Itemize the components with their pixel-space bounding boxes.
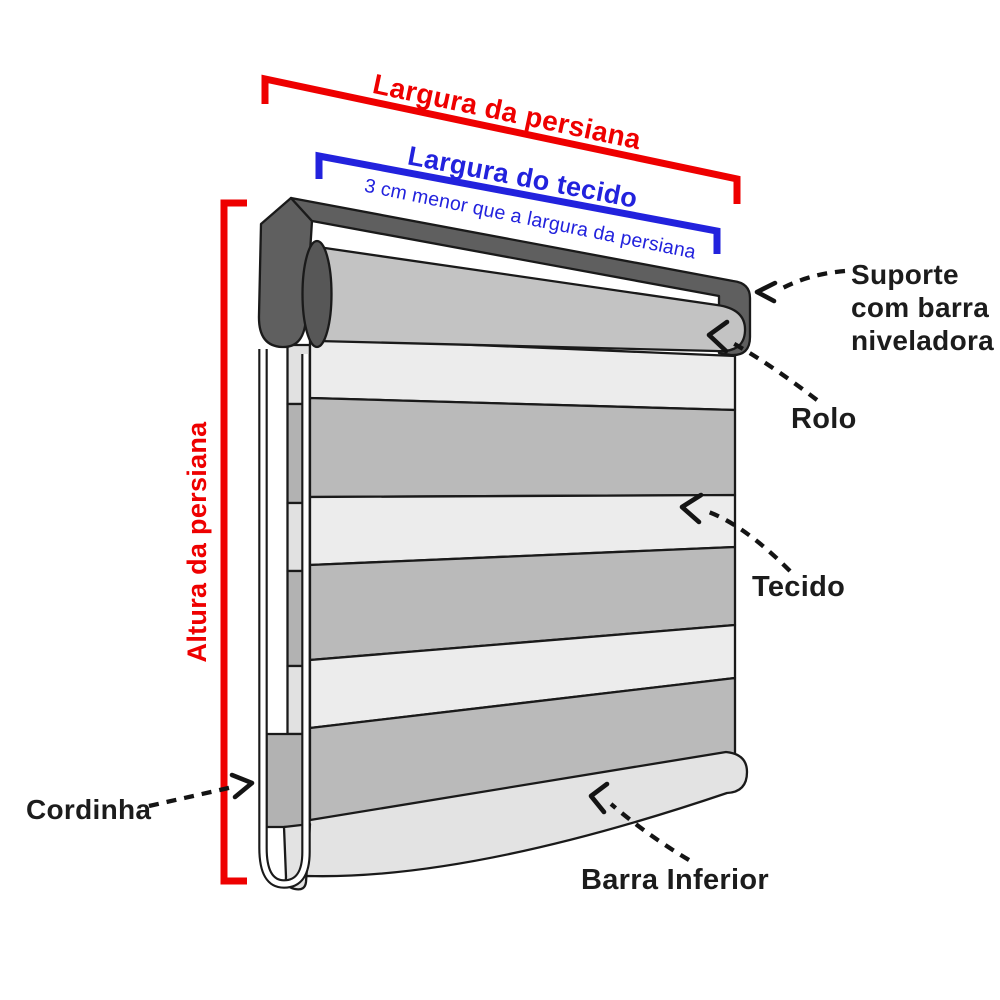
support-arrow: [777, 268, 846, 292]
roller-arrowhead: [706, 319, 730, 354]
blind-illustration: [257, 196, 752, 891]
roller-label: Rolo: [791, 403, 857, 435]
cord-shape: [258, 349, 311, 889]
bottom-bar-arrowhead: [588, 781, 610, 815]
bottom-bar-label: Barra Inferior: [581, 864, 769, 896]
part-callouts: Suporte com barra niveladora Rolo Tecido…: [26, 259, 994, 896]
support-label-line1: Suporte: [851, 259, 959, 290]
bottom-bar-arrow: [609, 802, 691, 862]
cord-arrowhead: [229, 772, 255, 800]
cord-label: Cordinha: [26, 794, 151, 825]
headrail-shape: [289, 196, 752, 357]
blind-height-label: Altura da persiana: [182, 421, 212, 663]
fabric-arrowhead: [679, 492, 704, 525]
blind-width-bracket: [261, 74, 741, 204]
roller-end-cap: [301, 239, 333, 349]
fabric-arrow: [702, 507, 792, 573]
roller-shape: [316, 245, 747, 353]
support-label-line3: niveladora: [851, 325, 994, 356]
measurement-brackets: [220, 74, 741, 885]
blind-height-bracket: [220, 199, 247, 885]
cord-arrow: [148, 784, 234, 809]
fabric-label: Tecido: [752, 571, 845, 603]
fabric-shape: [308, 336, 737, 825]
support-arrowhead: [754, 280, 778, 304]
roller-arrow: [727, 339, 819, 402]
support-label-line2: com barra: [851, 292, 989, 323]
fabric-width-bracket: [315, 151, 721, 254]
